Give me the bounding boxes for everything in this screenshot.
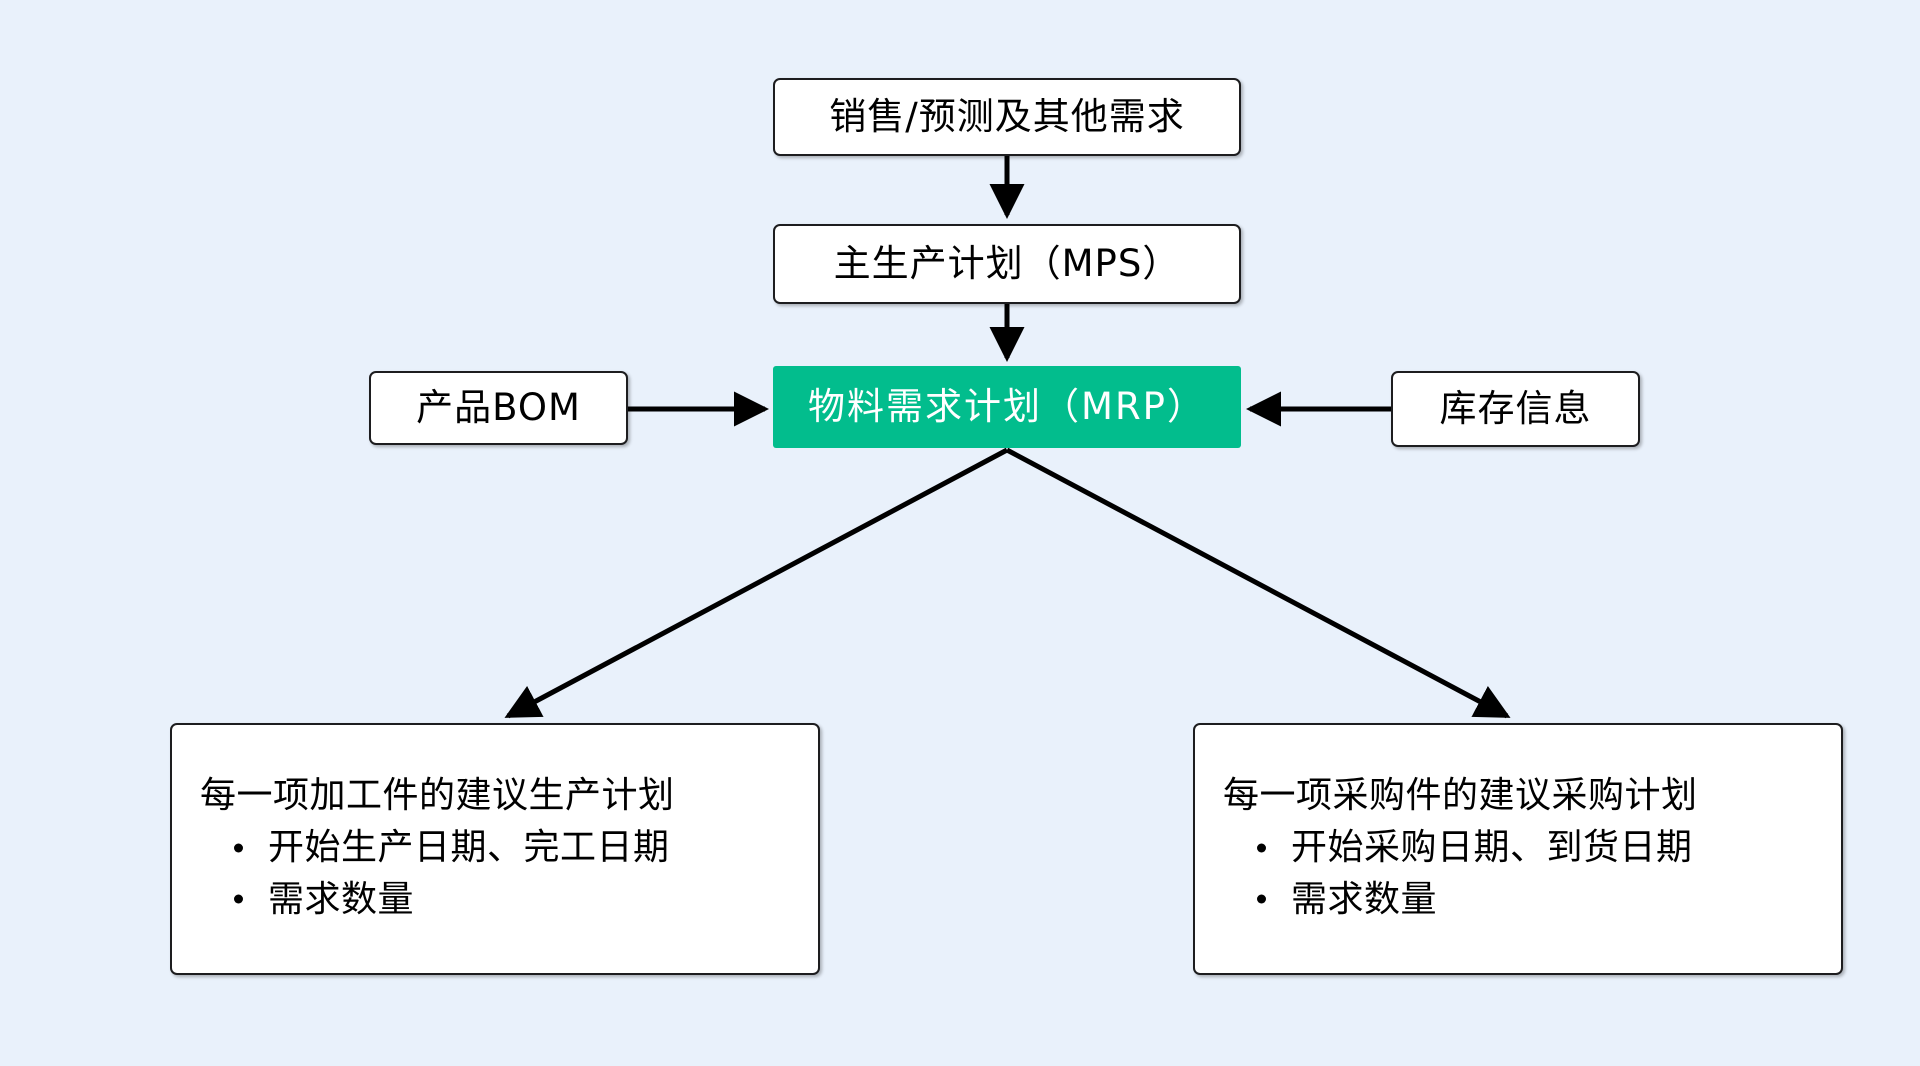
node-material-requirements-planning-label: 物料需求计划（MRP）	[808, 385, 1206, 429]
node-product-bom-label: 产品BOM	[416, 386, 581, 430]
edge-mrp-to-production-plan	[504, 447, 1009, 719]
node-suggested-production-plan[interactable]: 每一项加工件的建议生产计划 开始生产日期、完工日期 需求数量	[170, 723, 820, 975]
node-inventory-information-label: 库存信息	[1439, 387, 1592, 431]
node-inventory-information[interactable]: 库存信息	[1391, 371, 1640, 447]
node-suggested-purchase-plan[interactable]: 每一项采购件的建议采购计划 开始采购日期、到货日期 需求数量	[1193, 723, 1843, 975]
list-item: 需求数量	[1253, 874, 1693, 925]
production-plan-bullet-list: 开始生产日期、完工日期 需求数量	[200, 822, 670, 924]
node-master-production-schedule-label: 主生产计划（MPS）	[833, 242, 1181, 286]
list-item: 需求数量	[230, 874, 670, 925]
node-material-requirements-planning[interactable]: 物料需求计划（MRP）	[773, 366, 1241, 448]
list-item: 开始采购日期、到货日期	[1253, 822, 1693, 873]
node-sales-forecast-demand[interactable]: 销售/预测及其他需求	[773, 78, 1241, 156]
node-sales-forecast-demand-label: 销售/预测及其他需求	[829, 95, 1185, 139]
node-suggested-production-plan-heading: 每一项加工件的建议生产计划	[200, 775, 675, 817]
list-item: 开始生产日期、完工日期	[230, 822, 670, 873]
node-product-bom[interactable]: 产品BOM	[369, 371, 628, 445]
node-suggested-purchase-plan-heading: 每一项采购件的建议采购计划	[1223, 775, 1698, 817]
node-master-production-schedule[interactable]: 主生产计划（MPS）	[773, 224, 1241, 304]
edge-mrp-to-purchase-plan	[1005, 447, 1511, 719]
purchase-plan-bullet-list: 开始采购日期、到货日期 需求数量	[1223, 822, 1693, 924]
